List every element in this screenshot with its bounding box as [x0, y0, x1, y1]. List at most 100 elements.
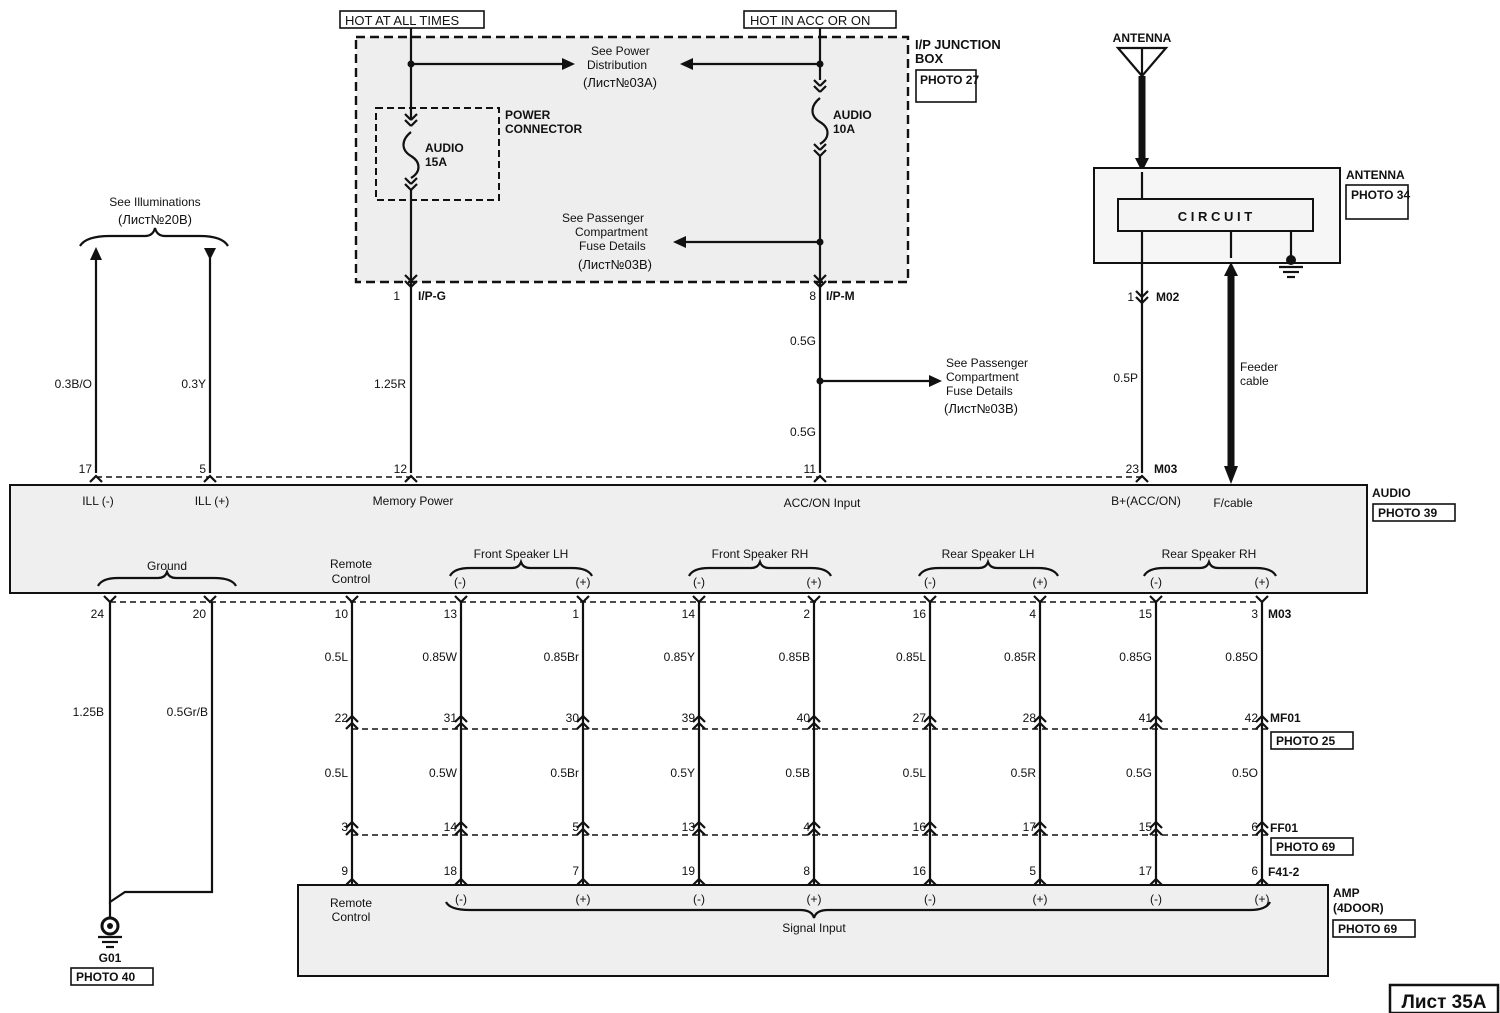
amp-pol-7: (+) [1255, 892, 1270, 906]
amp-label-2: (4DOOR) [1333, 901, 1384, 915]
rear-lh-brace [918, 558, 1059, 577]
arrow-head-fuse-left [673, 236, 686, 248]
splice-note-1: See Passenger [946, 356, 1028, 370]
audio-ground-label: Ground [147, 559, 187, 573]
audio-pol-8: (+) [1255, 575, 1270, 589]
antenna-photo-box [1345, 184, 1409, 220]
see-power-3: (Лист№03A) [583, 75, 657, 90]
wire-ill-minus-label: 0.3B/O [55, 377, 92, 391]
ff01-pin-6: 17 [1023, 820, 1037, 834]
wire-upper-label-5: 0.85L [896, 650, 926, 664]
ff01-chevron-a-4 [807, 820, 821, 829]
amp-pin-5: 16 [913, 864, 927, 878]
wire-ground [108, 602, 214, 905]
connector-ip-m-icon [813, 274, 827, 288]
mf01-chevron-a-4 [807, 714, 821, 723]
front-lh-brace [449, 558, 593, 577]
mf01-chevron-a-1 [454, 714, 468, 723]
amp-pin-6: 5 [1029, 864, 1036, 878]
ff01-chevron-a-3 [692, 820, 706, 829]
audio-pol-1: (-) [454, 575, 466, 589]
junction-photo-box [915, 69, 977, 103]
audio-pol-6: (+) [1033, 575, 1048, 589]
amp-pin-0: 9 [341, 864, 348, 878]
arrow-down-ill-plus [204, 248, 216, 260]
mf01-chevron-a-8 [1255, 714, 1269, 723]
ff01-chevron-a-5 [923, 820, 937, 829]
mf01-chevron-b-7 [1149, 721, 1163, 730]
fuse-left-label-2: 15A [425, 155, 447, 169]
ff01-chevron-a-6 [1033, 820, 1047, 829]
amp-label-1: AMP [1333, 886, 1360, 900]
audio-photo-box [1372, 503, 1456, 522]
illuminations-label-2: (Лист№20B) [118, 212, 192, 227]
wire-upper-label-1: 0.85W [422, 650, 457, 664]
see-power-1: See Power [591, 44, 650, 58]
antenna-icon [1115, 46, 1169, 78]
audio-pol-7: (-) [1150, 575, 1162, 589]
amp-conn: F41-2 [1268, 865, 1300, 879]
mf01-chevron-a-0 [345, 714, 359, 723]
amp-pin-marker-4 [807, 877, 821, 886]
wire-upper-label-8: 0.85O [1225, 650, 1258, 664]
ff01-pin-4: 4 [803, 820, 810, 834]
junction-box-label-1: I/P JUNCTION [915, 37, 1001, 52]
mf01-pin-0: 22 [335, 711, 349, 725]
wire-lower-label-7: 0.5G [1126, 766, 1152, 780]
amp-pol-2: (-) [693, 892, 705, 906]
audio-pol-5: (-) [924, 575, 936, 589]
mf01-pin-2: 30 [566, 711, 580, 725]
ff01-conn: FF01 [1270, 821, 1298, 835]
amp-pin-marker-0 [345, 877, 359, 886]
mf01-pin-7: 41 [1139, 711, 1153, 725]
sheet-label: Лист 35A [1401, 992, 1486, 1013]
mf01-chevron-b-5 [923, 721, 937, 730]
arrow-head-splice-note [929, 375, 942, 387]
m02-pin: 1 [1127, 290, 1134, 304]
mf01-chevron-a-5 [923, 714, 937, 723]
ff01-chevron-b-1 [454, 827, 468, 836]
speaker-harness: 100.5L220.5L39130.85W310.5W141810.85Br30… [325, 595, 1269, 886]
amp-pin-8: 6 [1251, 864, 1258, 878]
hot-at-all-times-label: HOT AT ALL TIMES [345, 13, 459, 28]
fuse-right-label-2: 10A [833, 122, 855, 136]
illuminations-label-1: See Illuminations [109, 195, 200, 209]
ff01-chevron-a-0 [345, 820, 359, 829]
junction-photo-label: PHOTO 27 [920, 73, 979, 87]
mf01-chevron-b-0 [345, 721, 359, 730]
arrow-up-ill-minus [90, 247, 102, 260]
rear-rh-brace [1143, 558, 1277, 577]
ground-g01-label: G01 [99, 951, 122, 965]
wire-upper-label-2: 0.85Br [544, 650, 579, 664]
front-rh-brace [688, 558, 832, 577]
mf01-chevron-a-2 [576, 714, 590, 723]
mf01-photo-label: PHOTO 25 [1276, 734, 1335, 748]
audio-memory-power: Memory Power [373, 494, 454, 508]
ground-brace [97, 568, 237, 587]
circuit-box [1117, 198, 1314, 232]
audio-pin-5: 5 [199, 462, 206, 476]
ip-g-conn: I/P-G [418, 289, 446, 303]
antenna-arrow-down [1135, 158, 1149, 172]
audio-bottom-pin-2: 1 [572, 607, 579, 621]
wire-lower-label-4: 0.5B [785, 766, 810, 780]
audio-bottom-pin-6: 4 [1029, 607, 1036, 621]
sheet-box [1388, 983, 1500, 1013]
audio-pol-4: (+) [807, 575, 822, 589]
audio-bottom-conn: M03 [1268, 607, 1292, 621]
splice-note-3: Fuse Details [946, 384, 1013, 398]
ff01-chevron-b-4 [807, 827, 821, 836]
audio-rear-lh: Rear Speaker LH [942, 547, 1035, 561]
amp-pol-3: (+) [807, 892, 822, 906]
feeder-arrow-up [1224, 262, 1238, 276]
wire-bplus-label: 0.5P [1113, 371, 1138, 385]
amp-pin-7: 17 [1139, 864, 1153, 878]
audio-remote-1: Remote [330, 557, 372, 571]
audio-bottom-pin-4: 2 [803, 607, 810, 621]
see-power-2: Distribution [587, 58, 647, 72]
mf01-conn: MF01 [1270, 711, 1301, 725]
amp-pin-3: 19 [682, 864, 696, 878]
wire-upper-label-7: 0.85G [1119, 650, 1152, 664]
audio-bottom-pin-0: 10 [335, 607, 349, 621]
ff01-chevron-a-2 [576, 820, 590, 829]
